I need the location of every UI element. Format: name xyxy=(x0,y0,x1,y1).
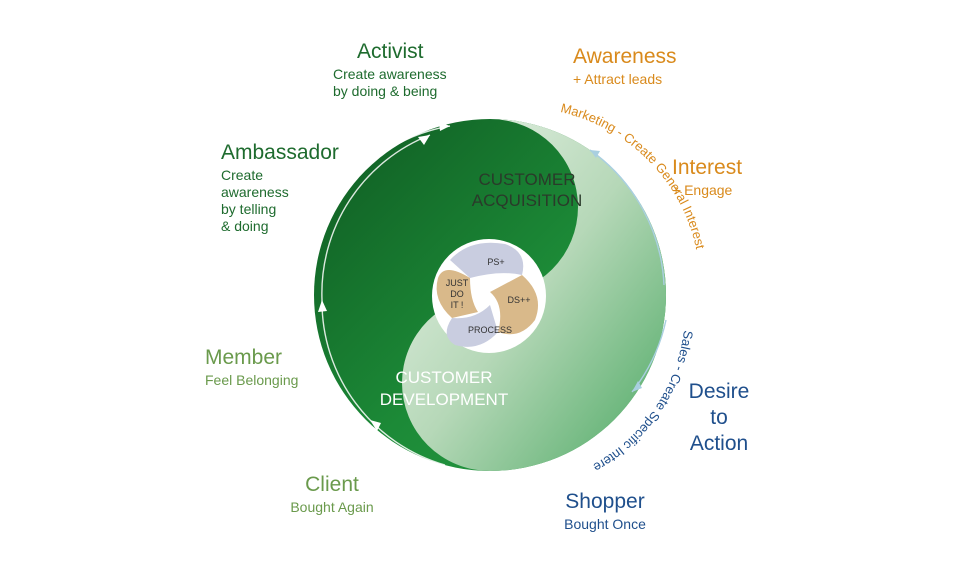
stage-desire: Desire to Action xyxy=(682,379,756,457)
core-petal-top xyxy=(450,242,524,278)
ambassador-line3: by telling xyxy=(221,201,277,217)
desire-line1: Desire xyxy=(688,380,750,403)
core-petal-left xyxy=(436,270,478,318)
outer-arrowheads xyxy=(590,150,642,392)
client-title: Client xyxy=(305,473,359,496)
stage-activist: Activist Create awareness by doing & bei… xyxy=(333,41,447,100)
shopper-line1: Bought Once xyxy=(564,516,646,532)
stage-awareness: Awareness + Attract leads xyxy=(573,46,677,88)
member-line1: Feel Belonging xyxy=(205,372,299,388)
core-petal-bottom xyxy=(446,305,498,347)
development-label-1: CUSTOMER xyxy=(396,368,493,387)
shopper-title: Shopper xyxy=(565,490,645,513)
awareness-line1: + Attract leads xyxy=(573,71,663,87)
stage-shopper: Shopper Bought Once xyxy=(556,491,654,533)
member-title: Member xyxy=(205,346,283,369)
core-ps: PS+ xyxy=(487,257,504,267)
stage-member: Member Feel Belonging xyxy=(205,347,298,389)
core-it: IT ! xyxy=(451,300,464,310)
core-process: PROCESS xyxy=(468,325,512,335)
core-petal-right xyxy=(490,275,539,335)
core-do: DO xyxy=(450,289,464,299)
activist-title: Activist xyxy=(357,40,424,63)
activist-line2: by doing & being xyxy=(333,83,438,99)
desire-line3: Action xyxy=(689,432,749,455)
ambassador-line1: Create xyxy=(221,167,264,183)
interest-line1: + Engage xyxy=(672,182,733,198)
acquisition-label-2: ACQUISITION xyxy=(472,191,583,210)
core-just: JUST xyxy=(446,278,469,288)
development-label-2: DEVELOPMENT xyxy=(380,390,508,409)
core-ds: DS++ xyxy=(507,295,530,305)
stage-ambassador: Ambassador Create awareness by telling &… xyxy=(221,142,339,235)
ambassador-line4: & doing xyxy=(221,218,269,234)
ambassador-title: Ambassador xyxy=(221,141,339,164)
activist-line1: Create awareness xyxy=(333,66,447,82)
ambassador-line2: awareness xyxy=(221,184,289,200)
stage-client: Client Bought Again xyxy=(286,474,378,516)
core-flower: PS+ DS++ PROCESS JUST DO IT ! xyxy=(432,239,546,353)
inner-arrowheads xyxy=(318,122,450,431)
desire-line2: to xyxy=(710,406,728,429)
client-line1: Bought Again xyxy=(290,499,374,515)
acquisition-label-1: CUSTOMER xyxy=(479,170,576,189)
stage-interest: Interest + Engage xyxy=(672,157,742,199)
awareness-title: Awareness xyxy=(573,45,677,68)
interest-title: Interest xyxy=(672,156,743,179)
